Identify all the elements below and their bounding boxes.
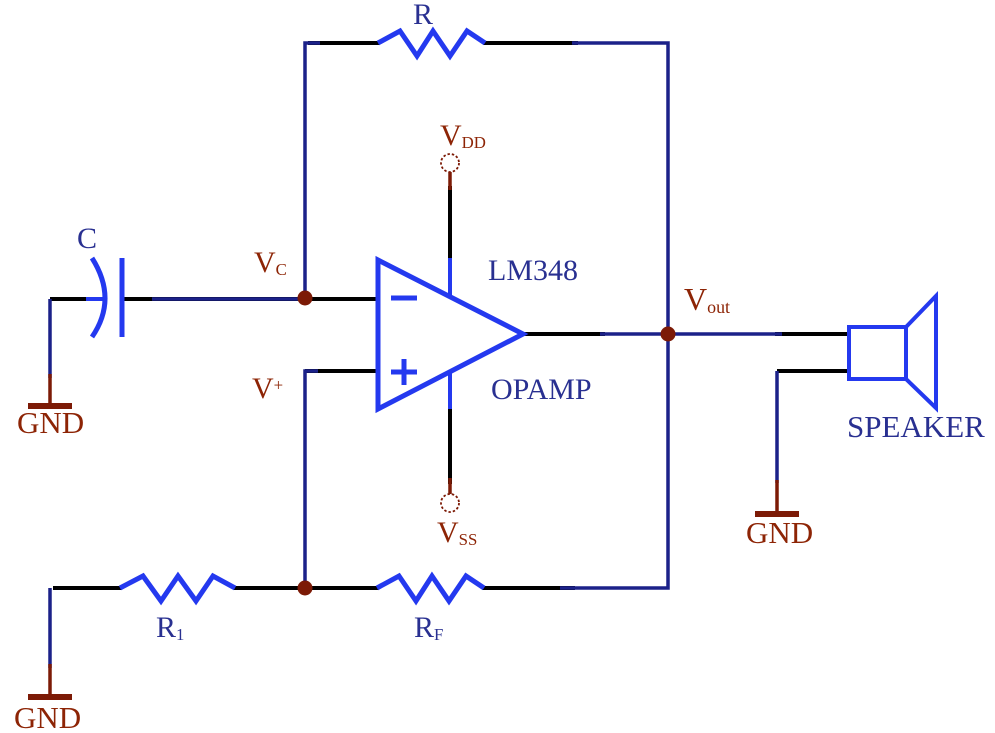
label-vc-base: V (254, 246, 276, 279)
capacitor-c (89, 256, 125, 339)
wire-right-rail (560, 41, 670, 590)
label-vdd-base: V (440, 119, 462, 152)
label-speaker: SPEAKER (847, 411, 985, 442)
label-vc-sub: C (275, 260, 287, 280)
label-r: R (413, 0, 433, 30)
label-r1: R1 (156, 613, 184, 644)
resistor-r1-zigzag-icon (118, 571, 237, 606)
label-vdd: VDD (440, 121, 486, 152)
label-vout-sub: out (707, 297, 730, 318)
vss-terminal-icon (440, 493, 460, 513)
label-vout-base: V (684, 281, 708, 317)
node-feedback-dot (297, 580, 313, 596)
label-r1-base: R (156, 611, 177, 644)
label-gnd-speaker: GND (746, 517, 813, 548)
speaker-symbol (847, 291, 938, 413)
label-gnd-speaker-text: GND (746, 515, 814, 550)
label-vss-base: V (437, 516, 459, 549)
node-vout-dot (660, 326, 676, 342)
label-r1-sub: 1 (176, 625, 185, 645)
label-rf-base: R (414, 611, 435, 644)
wire-left-rail (303, 41, 320, 299)
ground-symbols (28, 172, 799, 700)
label-vplus: V+ (252, 374, 283, 404)
label-vss-sub: SS (458, 530, 478, 550)
speaker-body-icon (847, 325, 908, 381)
label-gnd-input: GND (17, 407, 84, 438)
resistor-rf-zigzag-icon (375, 571, 486, 606)
label-rf-sub: F (434, 625, 444, 645)
label-vout: Vout (684, 283, 730, 317)
label-ic-name: LM348 (488, 256, 578, 286)
wire-vplus-rail (303, 369, 318, 588)
power-terminals (440, 153, 460, 513)
label-gnd-input-text: GND (17, 405, 85, 440)
label-vss: VSS (437, 518, 477, 549)
vdd-terminal-icon (440, 153, 460, 173)
navy-wire-segments (48, 41, 782, 668)
label-vplus-base: V (252, 372, 274, 405)
label-ic-type: OPAMP (491, 375, 592, 405)
label-ic-name-text: LM348 (488, 254, 578, 287)
label-speaker-text: SPEAKER (847, 409, 985, 444)
label-vc: VC (254, 248, 287, 279)
label-vplus-sup: + (273, 375, 284, 395)
node-vc-dot (297, 290, 313, 306)
label-r-text: R (413, 0, 434, 31)
label-c: C (77, 224, 97, 254)
opamp-symbol (375, 255, 529, 414)
blue-pin-segments (86, 258, 452, 409)
label-c-text: C (77, 222, 98, 255)
speaker-horn-icon (904, 291, 938, 413)
resistor-r (376, 26, 487, 61)
resistor-rf (375, 571, 486, 606)
capacitor-curved-plate-icon (89, 256, 108, 339)
label-ic-type-text: OPAMP (491, 373, 592, 406)
noninverting-input-plus-icon (391, 359, 417, 385)
resistor-r1 (118, 571, 237, 606)
label-rf: RF (414, 613, 443, 644)
label-gnd-bottom: GND (14, 702, 81, 733)
label-vdd-sub: DD (461, 133, 486, 153)
label-gnd-bottom-text: GND (14, 700, 82, 733)
resistor-r-zigzag-icon (376, 26, 487, 61)
junction-dots (297, 290, 676, 596)
